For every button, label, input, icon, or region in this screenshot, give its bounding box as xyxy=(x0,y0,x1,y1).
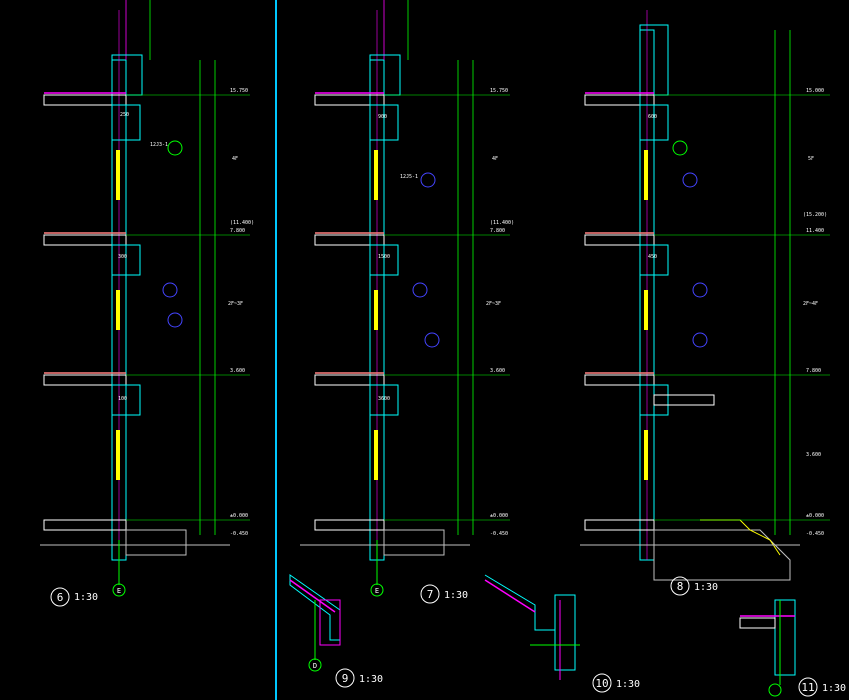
detail-6-axis: E xyxy=(117,587,121,595)
detail-7-number: 7 xyxy=(427,588,434,601)
dim-6: 3600 xyxy=(378,396,390,402)
detail-11-bubble xyxy=(798,677,818,697)
detail-6-number: 6 xyxy=(57,591,64,604)
detail-7-axis: E xyxy=(375,587,379,595)
detail-6-elev-6: -0.450 xyxy=(230,531,248,537)
detail-6-elev-3: 7.800 xyxy=(230,228,245,234)
detail-7-scale: 1:30 xyxy=(444,590,468,601)
detail-8-elev-3: 11.400 xyxy=(806,228,824,234)
detail-8-elev-6: ±0.000 xyxy=(806,513,824,519)
dimension-values: 250 300 100 900 1500 3600 600 450 xyxy=(118,112,657,402)
detail-7-elev-2: (11.400) xyxy=(490,220,514,226)
detail-9-bubble xyxy=(335,668,355,688)
detail-6-top-label: 4F xyxy=(232,156,238,162)
detail-7-elev-6: -0.450 xyxy=(490,531,508,537)
detail-10-number: 10 xyxy=(595,677,608,690)
detail-6-labels: 6 1:30 E 15.750 (11.400) 7.800 3.600 ±0.… xyxy=(50,88,254,607)
detail-8-elev-5: 3.600 xyxy=(806,452,821,458)
detail-7-labels: 7 1:30 E 15.750 (11.400) 7.800 3.600 ±0.… xyxy=(375,88,514,604)
detail-11-labels: 11 1:30 xyxy=(798,677,846,697)
callout-annotations: 12J3-1 12J5-1 xyxy=(150,140,708,348)
detail-6-floor-label: 2F~3F xyxy=(228,301,243,307)
detail-10-labels: 10 1:30 xyxy=(592,673,640,693)
dim-7: 600 xyxy=(648,114,657,120)
detail-10-bubble xyxy=(592,673,612,693)
detail-6-elev-2: (11.400) xyxy=(230,220,254,226)
detail-8-floor-label: 2F~4F xyxy=(803,301,818,307)
detail-8-wall-section xyxy=(580,10,830,581)
detail-10-gutter xyxy=(484,574,580,680)
detail-9-eave xyxy=(289,574,341,672)
detail-8-bubble xyxy=(670,576,690,596)
detail-8-top-label: 5F xyxy=(808,156,814,162)
detail-8-scale: 1:30 xyxy=(694,582,718,593)
detail-9-scale: 1:30 xyxy=(359,674,383,685)
detail-11-parapet xyxy=(739,599,796,697)
detail-6-elev-1: 15.750 xyxy=(230,88,248,94)
detail-6-wall-section xyxy=(40,0,250,597)
detail-8-elev-4: 7.800 xyxy=(806,368,821,374)
detail-7-top-label: 4F xyxy=(492,156,498,162)
detail-9-axis: D xyxy=(313,662,317,670)
dim-3: 100 xyxy=(118,396,127,402)
detail-10-scale: 1:30 xyxy=(616,679,640,690)
detail-6-elev-5: ±0.000 xyxy=(230,513,248,519)
detail-7-bubble xyxy=(420,584,440,604)
detail-6-elev-4: 3.600 xyxy=(230,368,245,374)
detail-6-scale: 1:30 xyxy=(74,592,98,603)
detail-8-elev-7: -0.450 xyxy=(806,531,824,537)
detail-8-labels: 8 1:30 15.000 (15.200) 11.400 7.800 3.60… xyxy=(670,88,827,596)
detail-8-elev-1: 15.000 xyxy=(806,88,824,94)
detail-11-number: 11 xyxy=(801,681,814,694)
dim-4: 900 xyxy=(378,114,387,120)
dim-1: 250 xyxy=(120,112,129,118)
detail-9-labels: 9 1:30 D xyxy=(313,662,383,688)
detail-8-elev-2: (15.200) xyxy=(803,212,827,218)
detail-7-floor-label: 2F~3F xyxy=(486,301,501,307)
detail-9-number: 9 xyxy=(342,672,349,685)
callout-1: 12J3-1 xyxy=(150,142,168,148)
detail-8-number: 8 xyxy=(677,580,684,593)
dim-5: 1500 xyxy=(378,254,390,260)
detail-7-elev-4: 3.600 xyxy=(490,368,505,374)
dim-8: 450 xyxy=(648,254,657,260)
detail-11-scale: 1:30 xyxy=(822,683,846,694)
detail-6-bubble xyxy=(50,587,70,607)
detail-7-elev-1: 15.750 xyxy=(490,88,508,94)
callout-2: 12J5-1 xyxy=(400,174,418,180)
detail-7-elev-3: 7.800 xyxy=(490,228,505,234)
detail-7-elev-5: ±0.000 xyxy=(490,513,508,519)
dim-2: 300 xyxy=(118,254,127,260)
detail-7-wall-section xyxy=(300,0,510,597)
